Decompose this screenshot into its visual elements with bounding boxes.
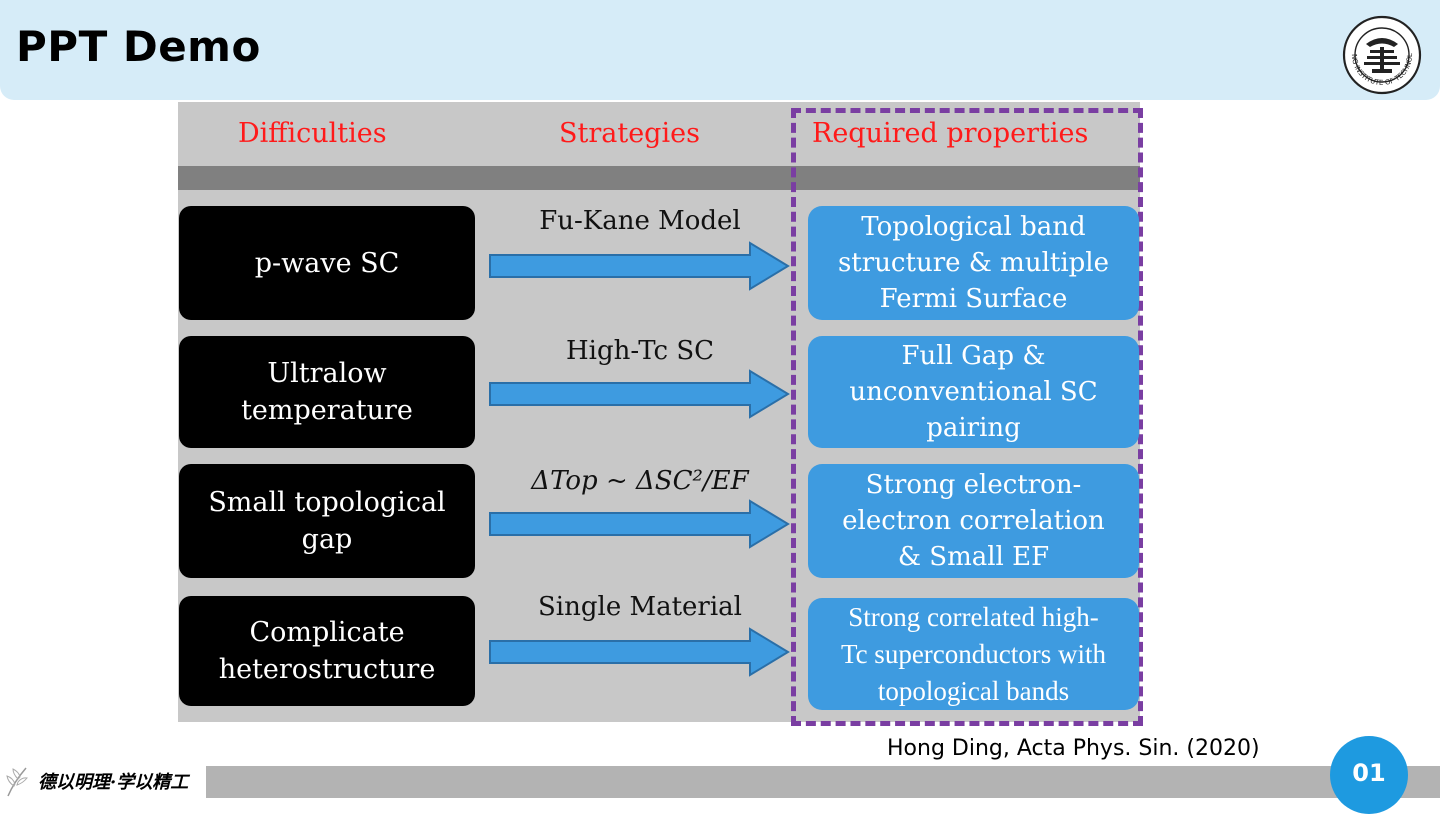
difficulty-text: Small topological (208, 487, 446, 518)
required-box-3: Strong electron- electron correlation & … (808, 464, 1139, 578)
strategy-label-4: Single Material (537, 592, 742, 622)
difficulty-text: Complicate (249, 617, 405, 648)
difficulty-text: heterostructure (218, 654, 436, 685)
required-line: electron correlation (842, 506, 1105, 536)
required-line: structure & multiple (837, 248, 1110, 278)
difficulty-text: p-wave SC (254, 247, 400, 279)
header-divider-band (178, 166, 1140, 190)
difficulty-box-2: Ultralow temperature (179, 336, 475, 448)
required-line: Strong correlated high- (848, 601, 1099, 632)
required-line: Topological band (861, 212, 1086, 242)
required-line: Fermi Surface (879, 284, 1068, 314)
required-box-4: Strong correlated high- Tc superconducto… (808, 598, 1139, 710)
required-line: & Small EF (897, 542, 1050, 572)
arrow-right-icon (489, 499, 790, 549)
page-number: 01 (1352, 759, 1386, 787)
required-line: Tc superconductors with (840, 638, 1107, 669)
page-title: PPT Demo (16, 22, 261, 71)
header-bar: PPT Demo BEIJING INSTITUTE OF TECHNOLOGY (0, 0, 1440, 100)
university-logo: BEIJING INSTITUTE OF TECHNOLOGY (1336, 14, 1422, 95)
citation-text: Hong Ding, Acta Phys. Sin. (2020) (887, 736, 1260, 761)
difficulty-box-1: p-wave SC (179, 206, 475, 320)
difficulty-box-3: Small topological gap (179, 464, 475, 578)
difficulty-text: Ultralow (267, 358, 387, 389)
leaf-icon (6, 767, 28, 797)
required-line: Strong electron- (865, 470, 1082, 500)
difficulty-box-4: Complicate heterostructure (179, 596, 475, 706)
required-box-2: Full Gap & unconventional SC pairing (808, 336, 1139, 448)
required-box-1: Topological band structure & multiple Fe… (808, 206, 1139, 320)
arrow-right-icon (489, 627, 790, 677)
strategy-label-2: High-Tc SC (565, 336, 715, 366)
arrow-right-icon (489, 369, 790, 419)
required-line: Full Gap & (901, 341, 1046, 371)
required-line: unconventional SC (849, 377, 1098, 407)
required-line: topological bands (877, 675, 1070, 706)
arrow-right-icon (489, 241, 790, 291)
difficulty-text: gap (301, 524, 353, 555)
column-header-strategies: Strategies (559, 118, 700, 149)
required-properties-highlight-box (791, 108, 1143, 726)
difficulty-text: temperature (241, 395, 413, 426)
column-header-difficulties: Difficulties (238, 118, 387, 149)
column-header-required-properties: Required properties (812, 118, 1089, 149)
footer-bar (206, 766, 1440, 798)
university-motto: 德以明理·学以精工 (38, 772, 189, 793)
page-number-badge: 01 (1330, 736, 1408, 814)
required-line: pairing (926, 413, 1021, 443)
strategy-label-1: Fu-Kane Model (539, 206, 741, 236)
strategy-label-3: ΔTop ~ ΔSC²/EF (531, 466, 749, 496)
